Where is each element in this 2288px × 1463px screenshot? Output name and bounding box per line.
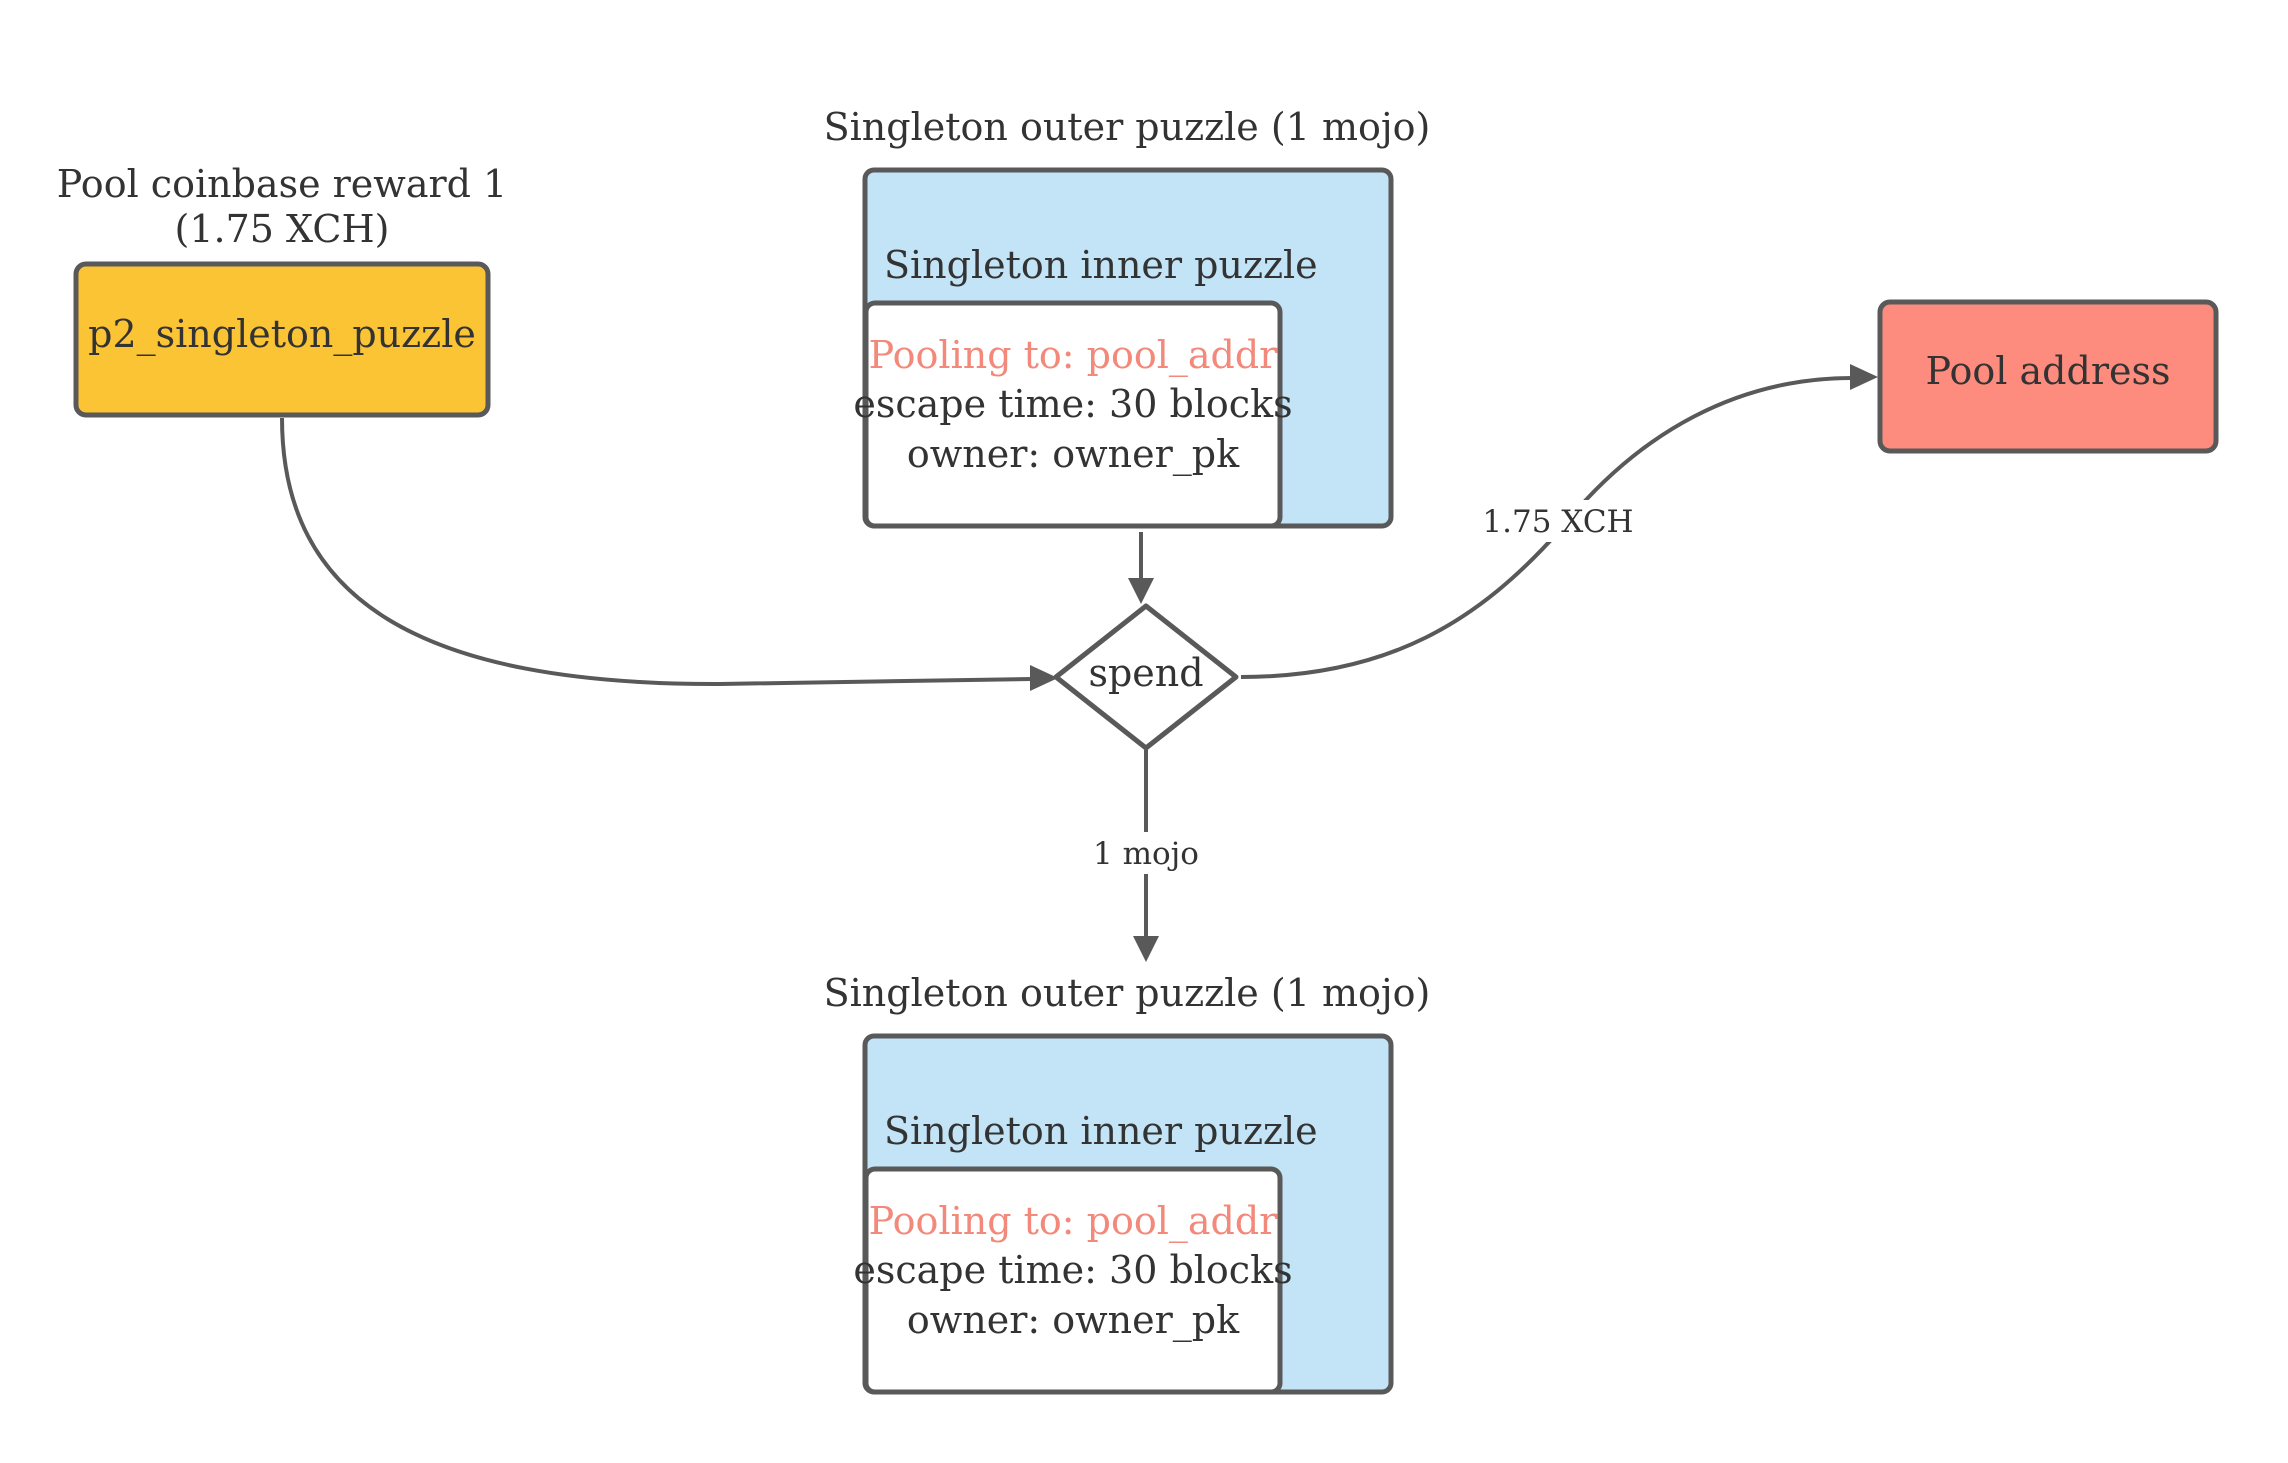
top-inner-puzzle[interactable] — [863, 300, 1283, 529]
coinbase-caption-line1: Pool coinbase reward 1 — [57, 162, 507, 206]
top-pooling-text: Pooling to: pool_addr — [869, 333, 1279, 378]
pool-address-label: Pool address — [1926, 349, 2171, 393]
bottom-escape-text: escape time: 30 blocks — [853, 1248, 1292, 1292]
bottom-inner-puzzle[interactable] — [863, 1166, 1283, 1395]
edge-coinbase-to-spend — [280, 417, 1033, 687]
bottom-owner-text: owner: owner_pk — [907, 1298, 1240, 1343]
top-owner-text: owner: owner_pk — [907, 432, 1240, 477]
edge-label-to-singleton: 1 mojo — [1093, 836, 1199, 872]
top-inner-title: Singleton inner puzzle — [884, 243, 1318, 287]
spend-node-label: spend — [1088, 651, 1203, 695]
edge-label-bg-pool — [1480, 500, 1640, 542]
spend-node[interactable] — [1053, 603, 1239, 751]
bottom-inner-title: Singleton inner puzzle — [884, 1109, 1318, 1153]
arrowhead-spend-to-bottom — [1133, 936, 1159, 962]
top-escape-text: escape time: 30 blocks — [853, 382, 1292, 426]
edge-label-bg-mojo — [1090, 832, 1202, 874]
top-outer-title: Singleton outer puzzle (1 mojo) — [824, 105, 1431, 149]
pool-address-node[interactable] — [1877, 299, 2219, 454]
coinbase-node[interactable] — [73, 261, 491, 418]
arrowhead-spend-to-pool — [1850, 364, 1878, 390]
arrowhead-coinbase-to-spend — [1030, 665, 1058, 691]
coinbase-node-label: p2_singleton_puzzle — [88, 312, 476, 357]
arrowhead-top-to-spend — [1128, 578, 1154, 604]
bottom-outer-title: Singleton outer puzzle (1 mojo) — [824, 971, 1431, 1015]
edge-label-to-pool: 1.75 XCH — [1482, 504, 1633, 540]
coinbase-caption-line2: (1.75 XCH) — [175, 207, 390, 251]
bottom-pooling-text: Pooling to: pool_addr — [869, 1199, 1279, 1244]
